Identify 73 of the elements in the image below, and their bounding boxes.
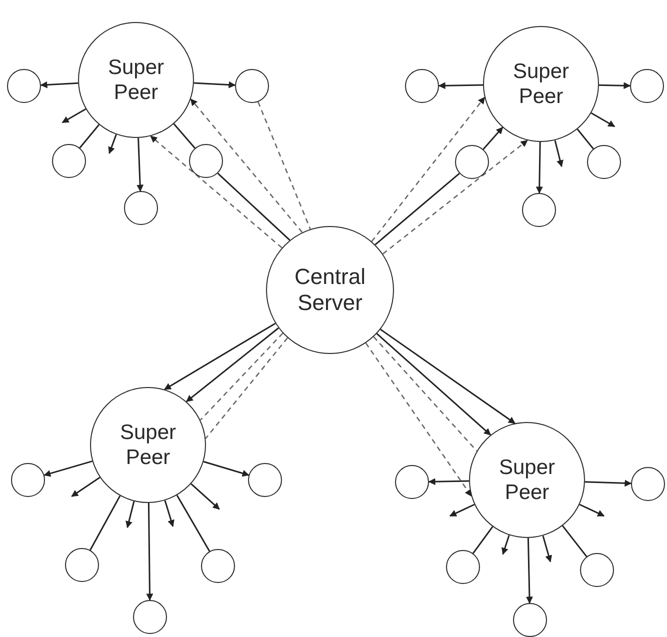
arrow: [150, 136, 282, 248]
arrow: [526, 538, 533, 604]
peer-circle: [7, 69, 41, 103]
connector-line: [562, 525, 588, 558]
arrow: [554, 140, 564, 168]
arrow: [371, 96, 486, 242]
arrow: [382, 140, 528, 254]
peer-circle: [405, 69, 439, 103]
peer-circle: [65, 548, 99, 582]
arrow: [71, 476, 100, 498]
arrow: [203, 460, 250, 477]
peer-circle: [248, 463, 282, 497]
node-circle: [266, 226, 394, 354]
node-label: Super Peer: [498, 454, 556, 506]
peer-circle: [52, 144, 86, 178]
node-label: Super Peer: [118, 420, 178, 470]
node-label: Super Peer: [512, 58, 570, 110]
connector-line: [374, 172, 460, 246]
arrow: [380, 328, 516, 424]
peer-circle: [133, 600, 167, 634]
peer-circle: [446, 550, 480, 584]
node-label: Central Server: [294, 264, 366, 316]
arrow: [186, 327, 279, 402]
arrow: [590, 112, 616, 128]
arrow: [190, 483, 220, 510]
connector-line: [576, 128, 594, 150]
arrow: [108, 134, 117, 154]
connector-line: [472, 526, 494, 554]
peer-circle: [201, 549, 235, 583]
arrow: [44, 460, 92, 477]
connector-line: [79, 124, 100, 148]
arrow: [190, 98, 303, 233]
arrow: [126, 501, 135, 528]
arrow: [376, 333, 492, 436]
connector-line: [373, 336, 478, 452]
peer-circle: [631, 467, 665, 501]
connector-line: [90, 495, 121, 550]
node-label: Super Peer: [106, 54, 166, 106]
peer-circle: [455, 145, 489, 179]
connector-line: [217, 172, 290, 241]
arrow: [536, 142, 543, 194]
arrow: [598, 82, 631, 90]
connector-line: [176, 494, 210, 552]
arrow: [62, 108, 86, 124]
arrow: [579, 504, 605, 517]
arrow: [438, 82, 484, 90]
arrow: [136, 138, 144, 192]
peer-circle: [235, 69, 269, 103]
arrow: [146, 503, 154, 601]
arrow: [482, 126, 504, 150]
connector-line: [258, 102, 311, 230]
peer-circle: [580, 553, 614, 587]
arrow: [194, 81, 236, 88]
peer-circle: [513, 603, 547, 637]
arrow: [449, 504, 475, 517]
peer-circle: [189, 144, 223, 178]
arrow: [502, 534, 510, 555]
connector-line: [200, 332, 284, 421]
arrow: [40, 81, 78, 88]
arrow: [428, 478, 470, 486]
peer-circle: [522, 193, 556, 227]
peer-circle: [11, 463, 45, 497]
arrow: [164, 322, 276, 390]
arrow: [542, 536, 552, 562]
connector-line: [205, 337, 288, 439]
arrow: [365, 342, 472, 497]
peer-circle: [587, 145, 621, 179]
arrow: [164, 500, 174, 527]
connector-line: [173, 123, 196, 149]
peer-circle: [395, 465, 429, 499]
peer-circle: [124, 191, 158, 225]
arrow: [584, 480, 632, 487]
peer-circle: [630, 69, 664, 103]
